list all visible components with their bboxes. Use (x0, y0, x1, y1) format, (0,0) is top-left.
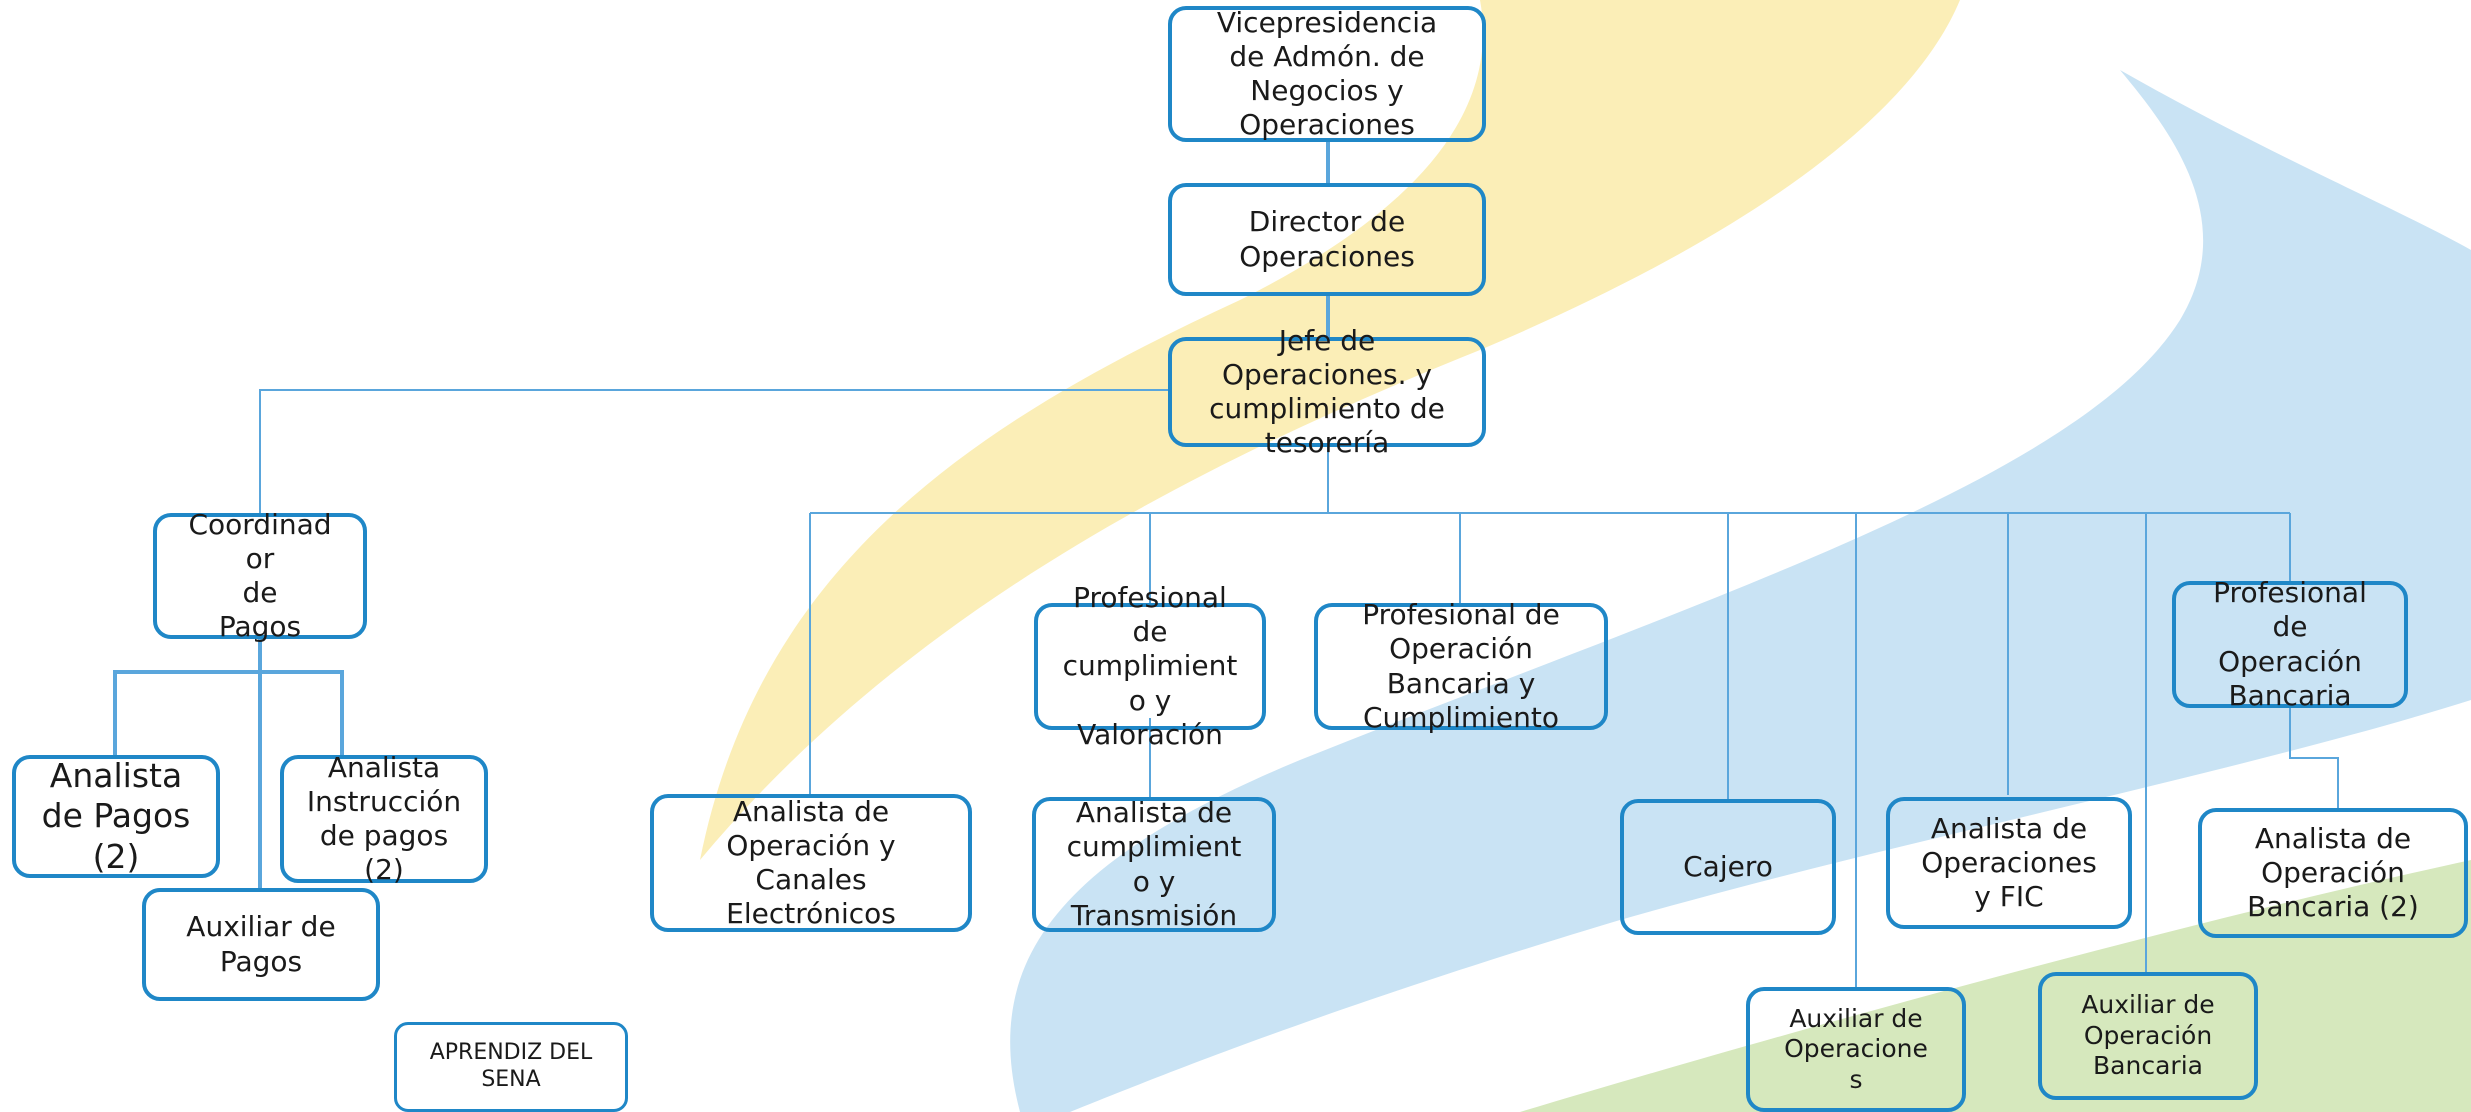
box-analista-pagos[interactable]: Analista de Pagos (2) (12, 755, 220, 878)
box-cajero-label: Cajero (1683, 849, 1773, 883)
box-analista-pagos-label: Analista de Pagos (2) (41, 756, 191, 876)
box-auxiliar-bancaria-label: Auxiliar de Operación Bancaria (2081, 990, 2215, 1081)
box-profesional-bancaria-cumplimiento[interactable]: Profesional de Operación Bancaria y Cump… (1314, 598, 1608, 734)
box-profesional-bancaria[interactable]: Profesional de Operación Bancaria (2172, 576, 2408, 712)
box-coordinador-pagos[interactable]: Coordinad or de Pagos (153, 508, 367, 643)
box-auxiliar-pagos[interactable]: Auxiliar de Pagos (142, 888, 380, 1001)
box-profesional-cumplimiento[interactable]: Profesional de cumplimient o y Valoració… (1034, 581, 1266, 751)
box-analista-fic-label: Analista de Operaciones y FIC (1921, 811, 2097, 914)
box-auxiliar-pagos-label: Auxiliar de Pagos (186, 910, 336, 978)
box-analista-canales-label: Analista de Operación y Canales Electrón… (726, 794, 896, 931)
box-auxiliar-bancaria[interactable]: Auxiliar de Operación Bancaria (2038, 972, 2258, 1100)
box-vicepresidencia[interactable]: Vicepresidencia de Admón. de Negocios y … (1168, 6, 1486, 142)
yellow-swoosh (700, 0, 1960, 860)
blue-swoosh (1010, 70, 2471, 1112)
box-aprendiz-sena[interactable]: APRENDIZ DEL SENA (394, 1022, 628, 1112)
box-analista-cumplimiento[interactable]: Analista de cumplimient o y Transmisión (1032, 796, 1276, 932)
box-auxiliar-operaciones[interactable]: Auxiliar de Operacione s (1746, 987, 1966, 1112)
box-profesional-cumplimiento-label: Profesional de cumplimient o y Valoració… (1062, 581, 1238, 751)
box-vicepresidencia-label: Vicepresidencia de Admón. de Negocios y … (1216, 5, 1438, 142)
box-coordinador-label: Coordinad or de Pagos (188, 507, 332, 644)
box-aprendiz-label: APRENDIZ DEL SENA (429, 1040, 593, 1092)
green-swoosh (1520, 860, 2471, 1112)
box-cajero[interactable]: Cajero (1620, 799, 1836, 935)
box-analista-fic[interactable]: Analista de Operaciones y FIC (1886, 797, 2132, 929)
box-analista-bancaria-label: Analista de Operación Bancaria (2) (2247, 821, 2419, 924)
box-analista-instruccion[interactable]: Analista Instrucción de pagos (2) (280, 751, 488, 886)
box-analista-cumplimiento-label: Analista de cumplimient o y Transmisión (1066, 796, 1242, 932)
box-analista-bancaria[interactable]: Analista de Operación Bancaria (2) (2198, 808, 2468, 938)
box-profesional-bancaria-label: Profesional de Operación Bancaria (2213, 576, 2367, 712)
box-profesional-bancaria-cumplimiento-label: Profesional de Operación Bancaria y Cump… (1362, 598, 1560, 734)
box-analista-canales[interactable]: Analista de Operación y Canales Electrón… (650, 794, 972, 932)
box-jefe-label: Jefe de Operaciones. y cumplimiento de t… (1209, 323, 1445, 460)
box-auxiliar-operaciones-label: Auxiliar de Operacione s (1784, 1003, 1928, 1094)
box-analista-instruccion-label: Analista Instrucción de pagos (2) (306, 750, 462, 887)
box-director-label: Director de Operaciones (1239, 205, 1415, 273)
box-jefe-operaciones[interactable]: Jefe de Operaciones. y cumplimiento de t… (1168, 324, 1486, 459)
box-director-operaciones[interactable]: Director de Operaciones (1168, 183, 1486, 296)
